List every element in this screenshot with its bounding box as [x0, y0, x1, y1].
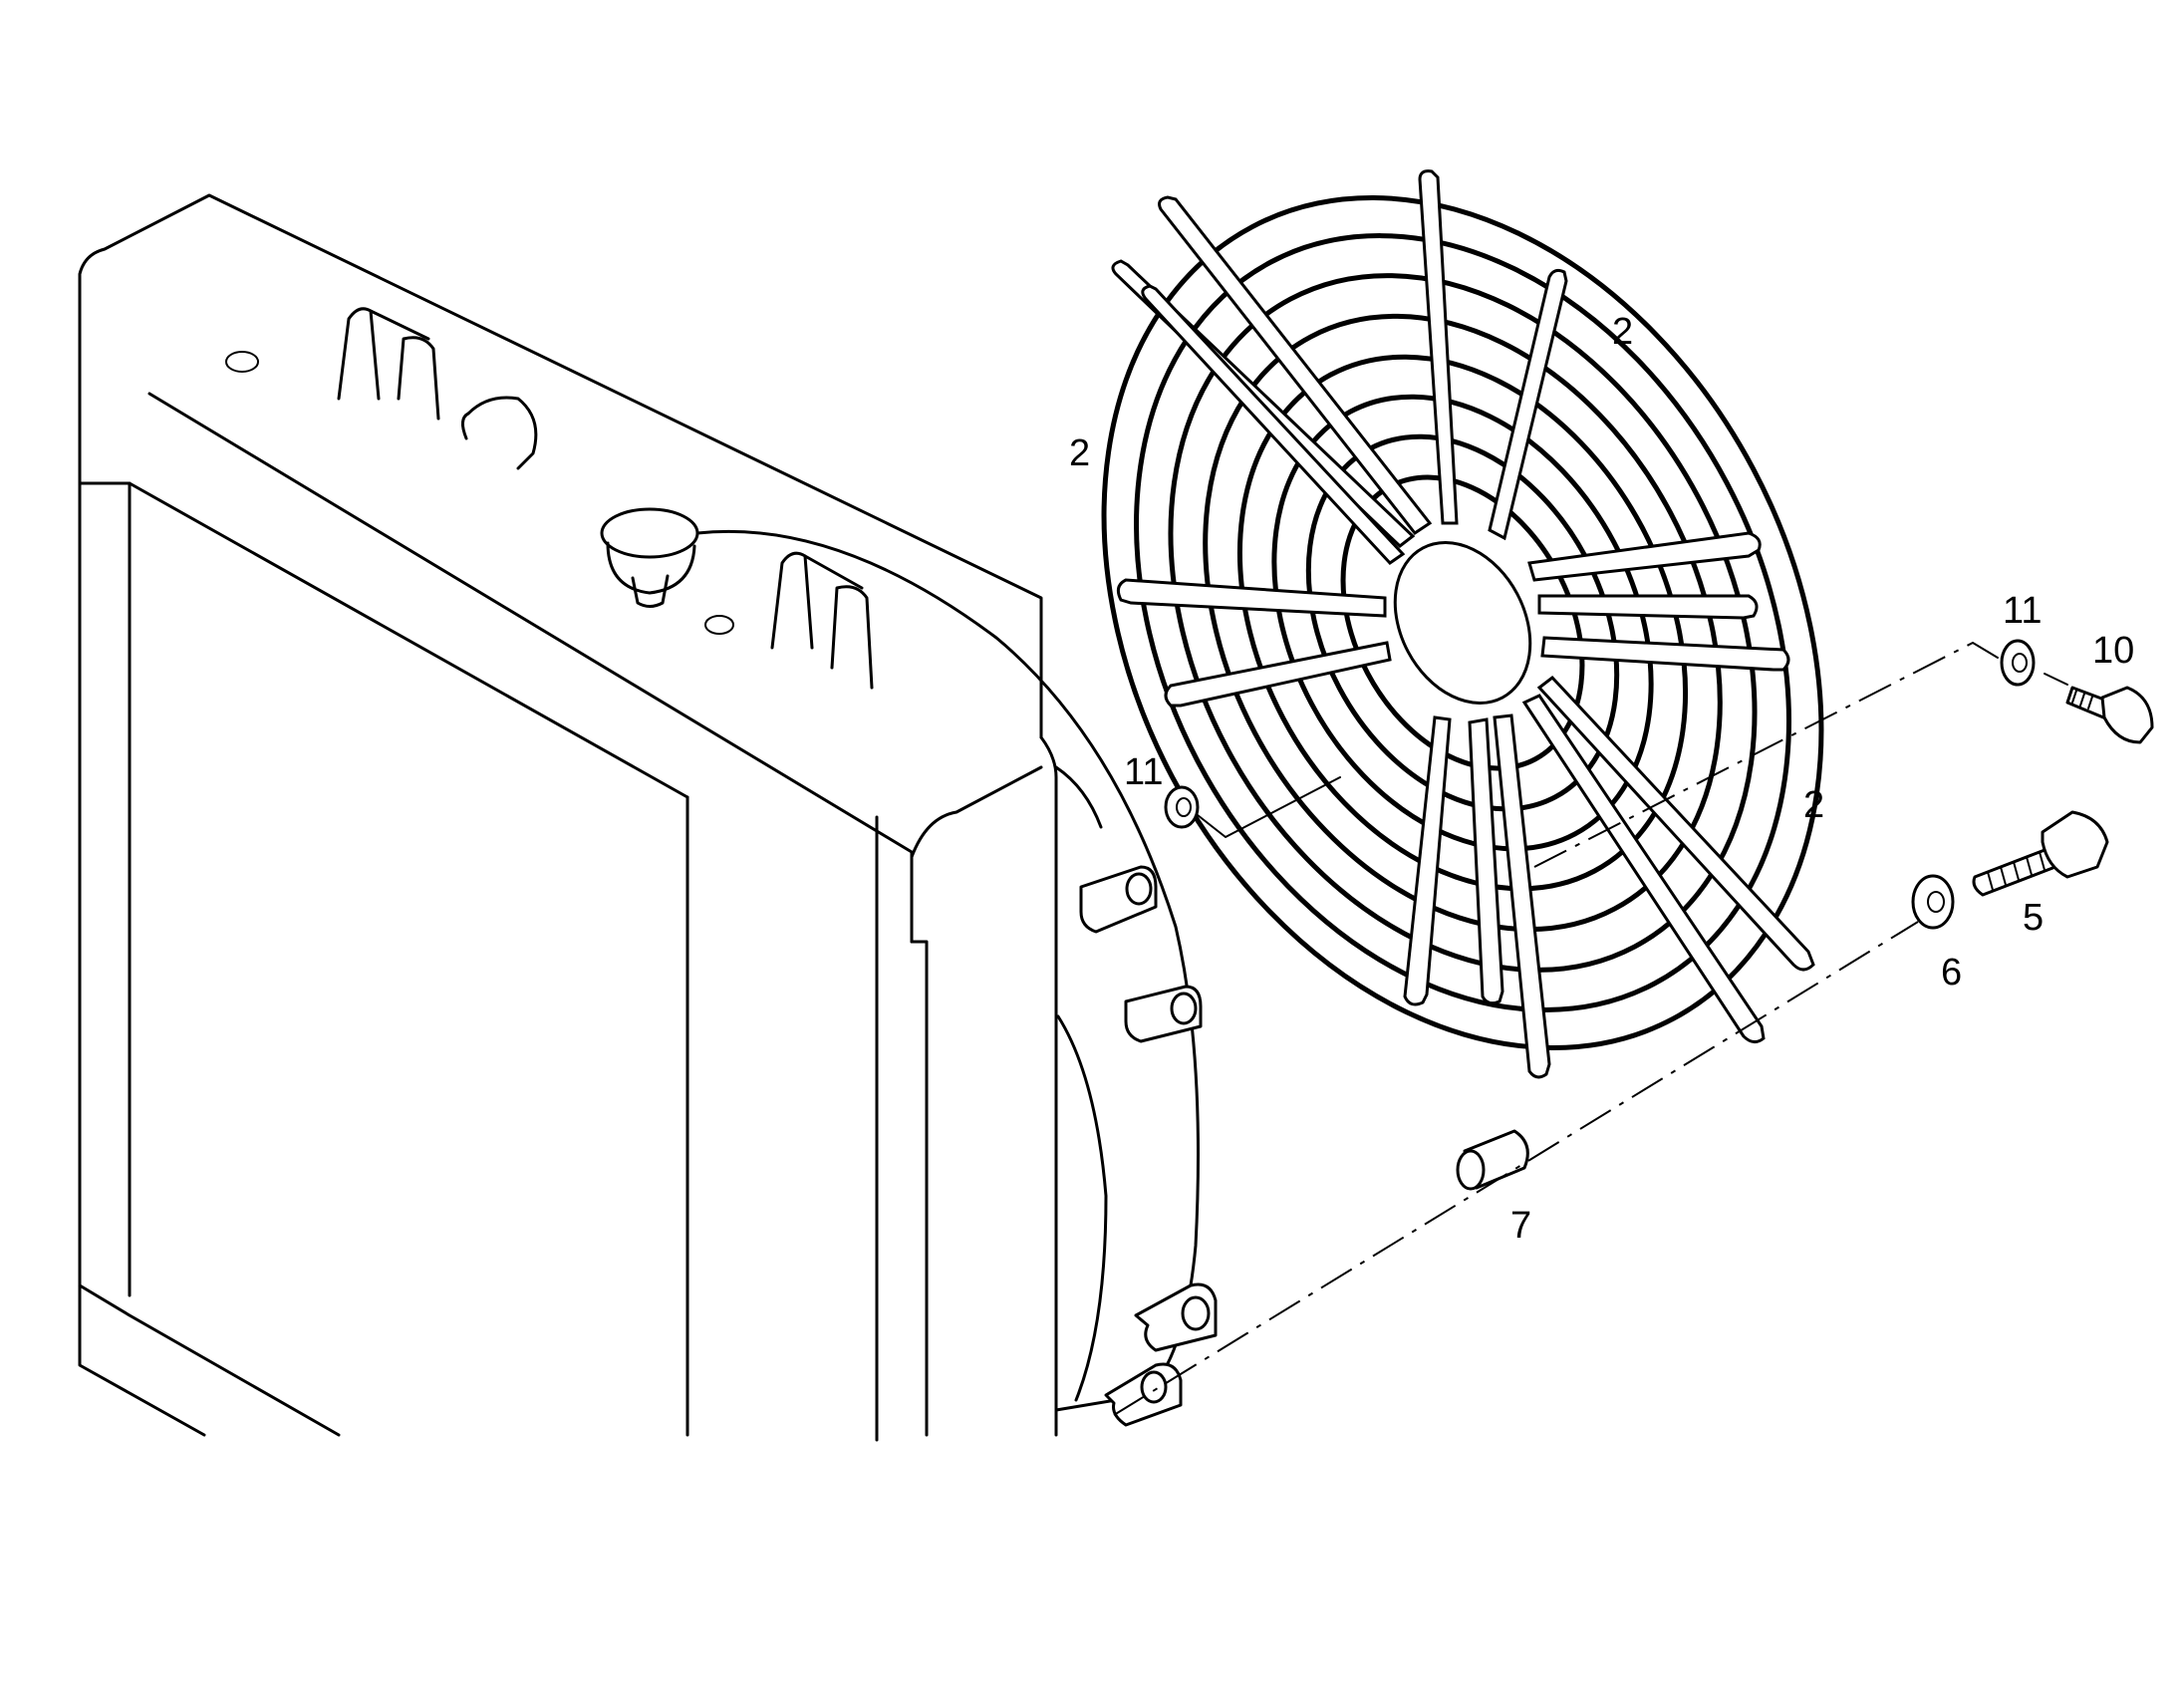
- washer-11-left: [1164, 785, 1200, 829]
- shroud-tab: [1079, 865, 1158, 934]
- fan-guard-spokes: [1111, 169, 1815, 1079]
- shroud-tab: [1124, 985, 1203, 1043]
- spacer-7: [1456, 1129, 1529, 1191]
- bolt-5: [1972, 810, 2109, 897]
- callout-bolt-large: 5: [2023, 897, 2044, 939]
- callout-guard-left: 2: [1069, 432, 1090, 474]
- callout-guard-top: 2: [1612, 311, 1633, 353]
- washer-11-right: [2000, 639, 2036, 687]
- callout-washer-right: 11: [2003, 590, 2042, 632]
- callout-bolt-small: 10: [2092, 630, 2134, 672]
- fan-shroud: [695, 529, 1218, 1427]
- callout-guard-right: 2: [1803, 784, 1824, 826]
- bolt-10: [2065, 686, 2154, 744]
- callout-labels: 2 2 2 11 11 10 5 6 7: [1069, 311, 2134, 1247]
- fan-guard: [1101, 169, 1824, 1079]
- callout-spacer: 7: [1510, 1205, 1531, 1247]
- assembly-lines: [1113, 642, 2068, 1416]
- radiator: [78, 193, 1058, 1442]
- shroud-tab: [1104, 1362, 1183, 1427]
- callout-washer-left: 11: [1124, 751, 1163, 793]
- callout-washer-large: 6: [1941, 952, 1962, 994]
- washer-6: [1911, 874, 1955, 930]
- fan-guard-hub-opening: [1393, 541, 1532, 705]
- shroud-tab: [1134, 1282, 1218, 1352]
